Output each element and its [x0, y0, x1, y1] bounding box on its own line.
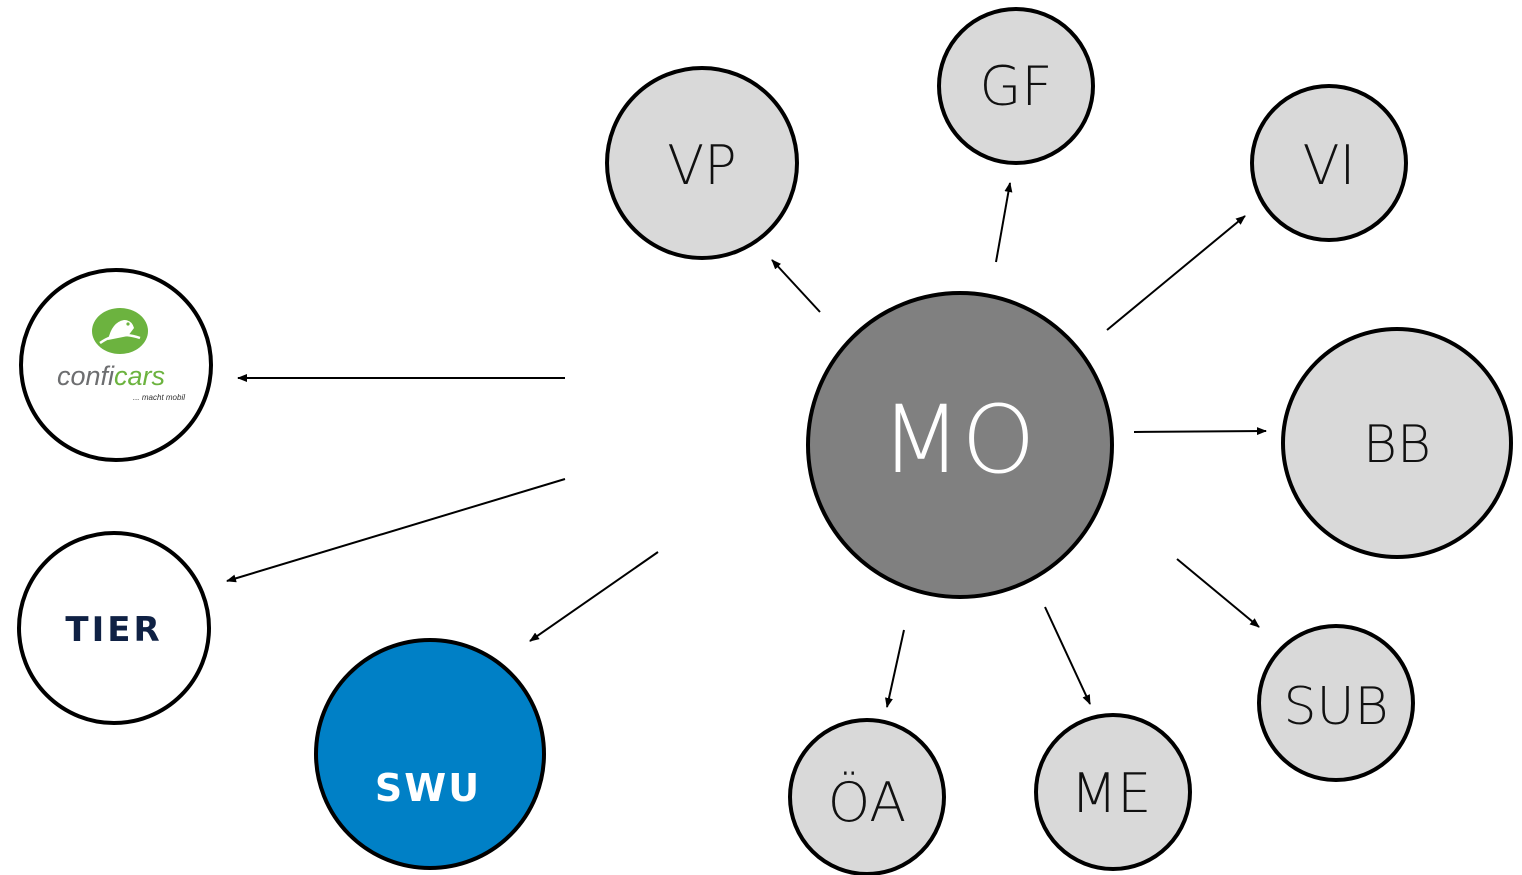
node-gf-label: GF: [980, 55, 1053, 118]
node-sub-label: SUB: [1283, 677, 1388, 737]
node-vp: VP: [605, 66, 799, 260]
node-me: ME: [1034, 713, 1192, 871]
node-vi-circle: [1250, 84, 1408, 242]
node-me-label: ME: [1071, 762, 1152, 825]
conficars-bird-icon: [92, 308, 148, 354]
node-oa: ÖA: [788, 718, 946, 875]
center-node-mo: MO: [806, 291, 1114, 599]
node-bb-circle: [1281, 327, 1513, 559]
tier-circle: [17, 531, 211, 725]
node-bb: BB: [1281, 327, 1513, 559]
node-vp-circle: [605, 66, 799, 260]
arrow-to-gf: [995, 182, 1013, 263]
node-vi-label: VI: [1303, 134, 1356, 197]
arrow-to-tier: [226, 478, 566, 583]
node-oa-circle: [788, 718, 946, 875]
node-gf: GF: [937, 7, 1095, 165]
arrow-to-vi: [1106, 215, 1246, 331]
center-node-circle: [806, 291, 1114, 599]
logo-node-conficars: conficars ... macht mobil: [19, 268, 213, 462]
conficars-circle: [19, 268, 213, 462]
arrow-to-bb: [1133, 427, 1267, 436]
arrow-to-me: [1044, 606, 1091, 705]
logo-node-tier: TIER: [17, 531, 211, 725]
node-sub-circle: [1257, 624, 1415, 782]
logo-node-swu: SWU: [314, 638, 546, 870]
swu-wordmark: SWU: [375, 766, 481, 810]
conficars-wordmark: conficars: [57, 361, 165, 391]
tier-wordmark: TIER: [65, 610, 162, 650]
node-bb-label: BB: [1363, 415, 1431, 475]
arrows: [226, 182, 1267, 708]
conficars-tagline: ... macht mobil: [133, 393, 185, 402]
node-gf-circle: [937, 7, 1095, 165]
center-node-label: MO: [880, 386, 1035, 495]
node-vi: VI: [1250, 84, 1408, 242]
arrow-to-swu: [529, 551, 659, 642]
node-me-circle: [1034, 713, 1192, 871]
swu-circle: [314, 638, 546, 870]
node-oa-label: ÖA: [828, 771, 907, 834]
arrow-to-vp: [771, 259, 821, 313]
arrow-to-sub: [1176, 558, 1260, 628]
node-sub: SUB: [1257, 624, 1415, 782]
arrow-to-oa: [885, 629, 905, 708]
node-vp-label: VP: [667, 134, 737, 197]
